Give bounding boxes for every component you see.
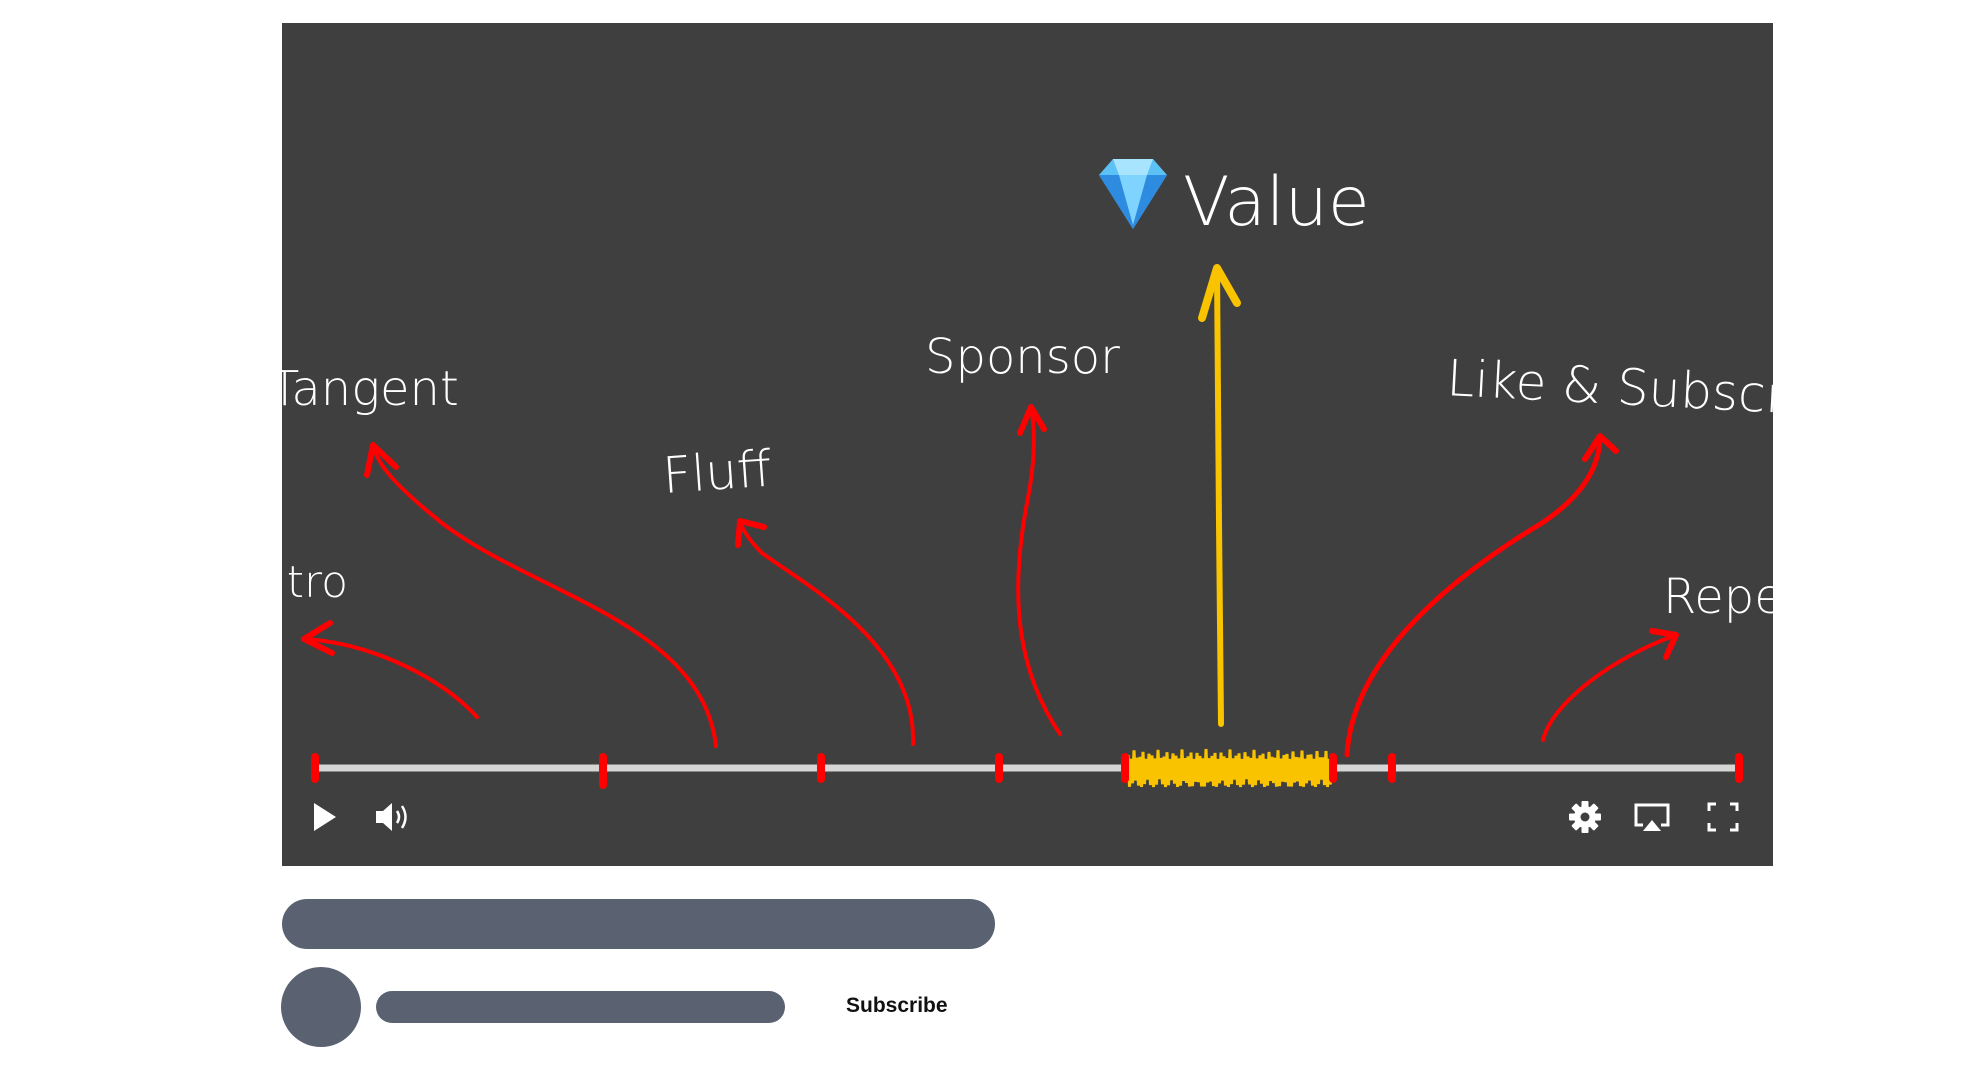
arrow-like-subscribe — [1344, 433, 1603, 758]
arrowhead-tangent — [364, 442, 399, 478]
arrowhead-intro — [301, 620, 335, 656]
chapter-marker[interactable] — [311, 753, 319, 783]
arrowhead-like-subscribe — [1582, 433, 1619, 462]
chapter-marker[interactable] — [1388, 753, 1396, 783]
channel-avatar[interactable] — [281, 967, 361, 1047]
channel-name-placeholder — [376, 991, 785, 1023]
value-segment-highlight — [1126, 748, 1332, 788]
arrow-intro — [302, 637, 479, 719]
arrow-repeat — [1541, 633, 1678, 742]
chapter-marker[interactable] — [1121, 753, 1129, 783]
label-tangent: Tangent — [282, 361, 459, 417]
chapter-marker[interactable] — [1735, 753, 1743, 783]
arrow-tangent — [371, 443, 718, 748]
volume-icon[interactable] — [376, 803, 407, 831]
gear-icon[interactable] — [1569, 801, 1601, 833]
arrowhead-value — [1198, 264, 1241, 322]
diamond-icon — [1099, 159, 1167, 229]
label-intro: Intro — [282, 557, 348, 608]
arrowhead-fluff — [735, 518, 767, 548]
label-like-subscribe: Like & Subscribe — [1445, 349, 1773, 429]
chapter-marker[interactable] — [817, 753, 825, 783]
label-fluff: Fluff — [661, 439, 774, 504]
label-value: Value — [1183, 163, 1370, 242]
video-title-placeholder — [282, 899, 995, 949]
chapter-marker[interactable] — [599, 753, 607, 789]
label-repeat: Repeat — [1663, 569, 1773, 625]
video-player[interactable]: Intro Tangent Fluff Sponsor Value Like &… — [282, 23, 1773, 866]
arrowhead-repeat — [1649, 628, 1679, 660]
chapter-marker[interactable] — [995, 753, 1003, 783]
annotation-layer: Intro Tangent Fluff Sponsor Value Like &… — [282, 159, 1773, 833]
label-sponsor: Sponsor — [925, 329, 1120, 385]
progress-bar[interactable] — [311, 748, 1743, 789]
arrow-fluff — [738, 519, 916, 746]
chapter-marker[interactable] — [1329, 753, 1337, 783]
subscribe-button[interactable]: Subscribe — [846, 994, 948, 1017]
play-icon[interactable] — [314, 803, 336, 831]
airplay-icon[interactable] — [1634, 803, 1670, 831]
fullscreen-icon[interactable] — [1707, 802, 1739, 832]
arrow-value — [1214, 265, 1224, 727]
arrowhead-sponsor — [1017, 404, 1047, 436]
value-scribble — [1126, 748, 1332, 788]
arrow-sponsor — [1016, 405, 1062, 736]
